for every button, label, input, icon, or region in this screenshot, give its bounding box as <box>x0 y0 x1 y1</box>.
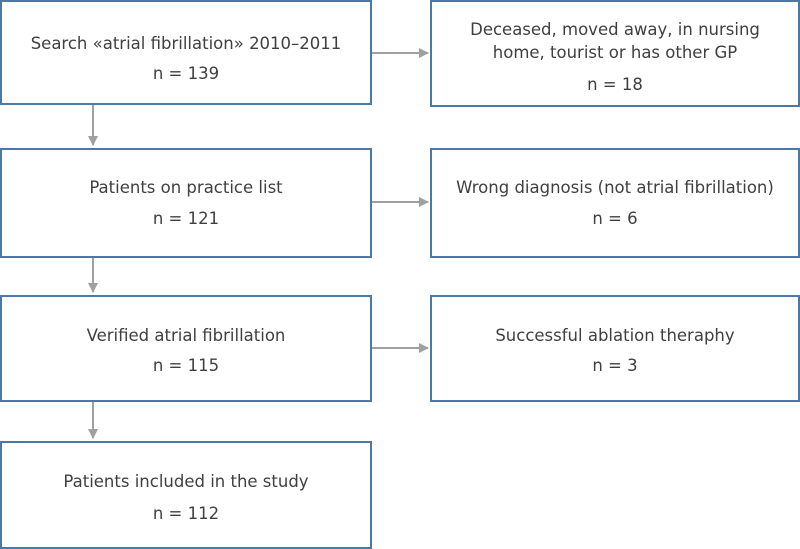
exclusion-wrong-diagnosis-box: Wrong diagnosis (not atrial fibrillation… <box>430 148 800 258</box>
step-practice-list-box: Patients on practice list n = 121 <box>0 148 372 258</box>
exclusion-deceased-count: n = 18 <box>587 75 643 94</box>
exclusion-deceased-box: Deceased, moved away, in nursing home, t… <box>430 0 800 107</box>
step-practice-list-label: Patients on practice list <box>89 178 283 197</box>
step-verified-count: n = 115 <box>152 356 220 375</box>
step-verified-box: Verified atrial fibrillation n = 115 <box>0 295 372 402</box>
exclusion-wrong-diagnosis-count: n = 6 <box>592 209 638 228</box>
step-search-count: n = 139 <box>152 64 220 83</box>
step-verified-label: Verified atrial fibrillation <box>86 326 286 345</box>
step-search-label: Search «atrial fibrillation» 2010–2011 <box>30 34 342 53</box>
exclusion-deceased-label-line1: Deceased, moved away, in nursing <box>470 20 760 39</box>
exclusion-wrong-diagnosis-label: Wrong diagnosis (not atrial fibrillation… <box>456 178 774 197</box>
exclusion-ablation-count: n = 3 <box>592 356 638 375</box>
exclusion-deceased-label-line2: home, tourist or has other GP <box>492 43 738 62</box>
step-search-box: Search «atrial fibrillation» 2010–2011 n… <box>0 0 372 105</box>
step-practice-list-count: n = 121 <box>152 209 220 228</box>
step-included-label: Patients included in the study <box>63 472 309 491</box>
exclusion-ablation-label: Successful ablation theraphy <box>495 326 735 345</box>
step-included-count: n = 112 <box>152 504 220 523</box>
exclusion-ablation-box: Successful ablation theraphy n = 3 <box>430 295 800 402</box>
step-included-box: Patients included in the study n = 112 <box>0 441 372 549</box>
